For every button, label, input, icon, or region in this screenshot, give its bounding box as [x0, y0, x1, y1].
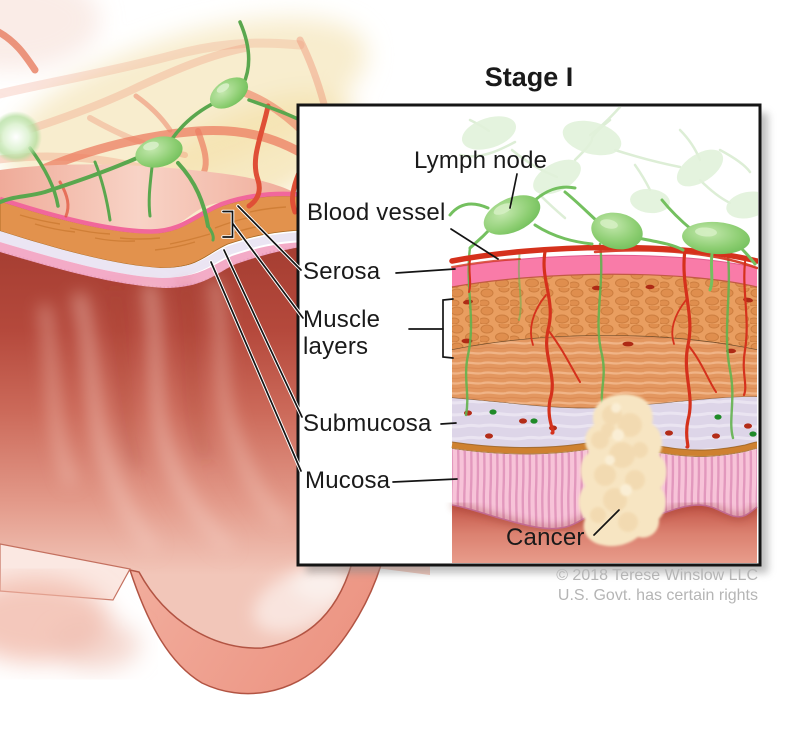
lymph-node-pointer: [509, 173, 518, 209]
exterior-soft-shading: [0, 578, 140, 670]
leader-lines-inset: [392, 173, 620, 536]
cancer-mass: [578, 394, 667, 547]
serosa-pointer: [395, 268, 456, 274]
glowing-lymph-node: [0, 111, 42, 163]
label-mucosa: Mucosa: [305, 467, 391, 494]
inset-lymphatic-vessels: [464, 242, 735, 440]
inset-lymph-nodes: [448, 185, 757, 292]
lymph-nodes-main: [0, 77, 249, 168]
lumen-folds: [38, 278, 352, 634]
inset-tissue-art: [448, 107, 758, 563]
blood-vessel-pointer: [450, 228, 499, 260]
label-serosa: Serosa: [303, 258, 381, 285]
main-blood-vessel: [449, 244, 758, 270]
label-submucosa: Submucosa: [303, 410, 432, 437]
label-muscle-layers: Muscle layers: [303, 306, 381, 360]
copyright-credit: © 2018 Terese Winslow LLC U.S. Govt. has…: [556, 566, 758, 606]
inset-blood-vessels: [468, 248, 748, 449]
cancer-pointer: [593, 509, 620, 536]
stage-title: Stage I: [484, 62, 574, 92]
mesenteric-vessel-network: [0, 28, 330, 181]
bowel-cut-rim: [128, 504, 399, 695]
muscle-layers-bracket: [442, 298, 454, 359]
mucosa-pointer: [392, 478, 458, 483]
label-blood-vessel: Blood vessel: [307, 199, 446, 226]
submucosa-pointer: [440, 422, 457, 425]
faint-lymph-nodes: [458, 107, 758, 220]
label-lymph-node: Lymph node: [414, 147, 548, 174]
leader-lines-outside: [209, 204, 305, 473]
copyright-line1: © 2018 Terese Winslow LLC: [556, 567, 758, 584]
copyright-line2: U.S. Govt. has certain rights: [557, 587, 758, 604]
label-cancer: Cancer: [506, 524, 585, 551]
